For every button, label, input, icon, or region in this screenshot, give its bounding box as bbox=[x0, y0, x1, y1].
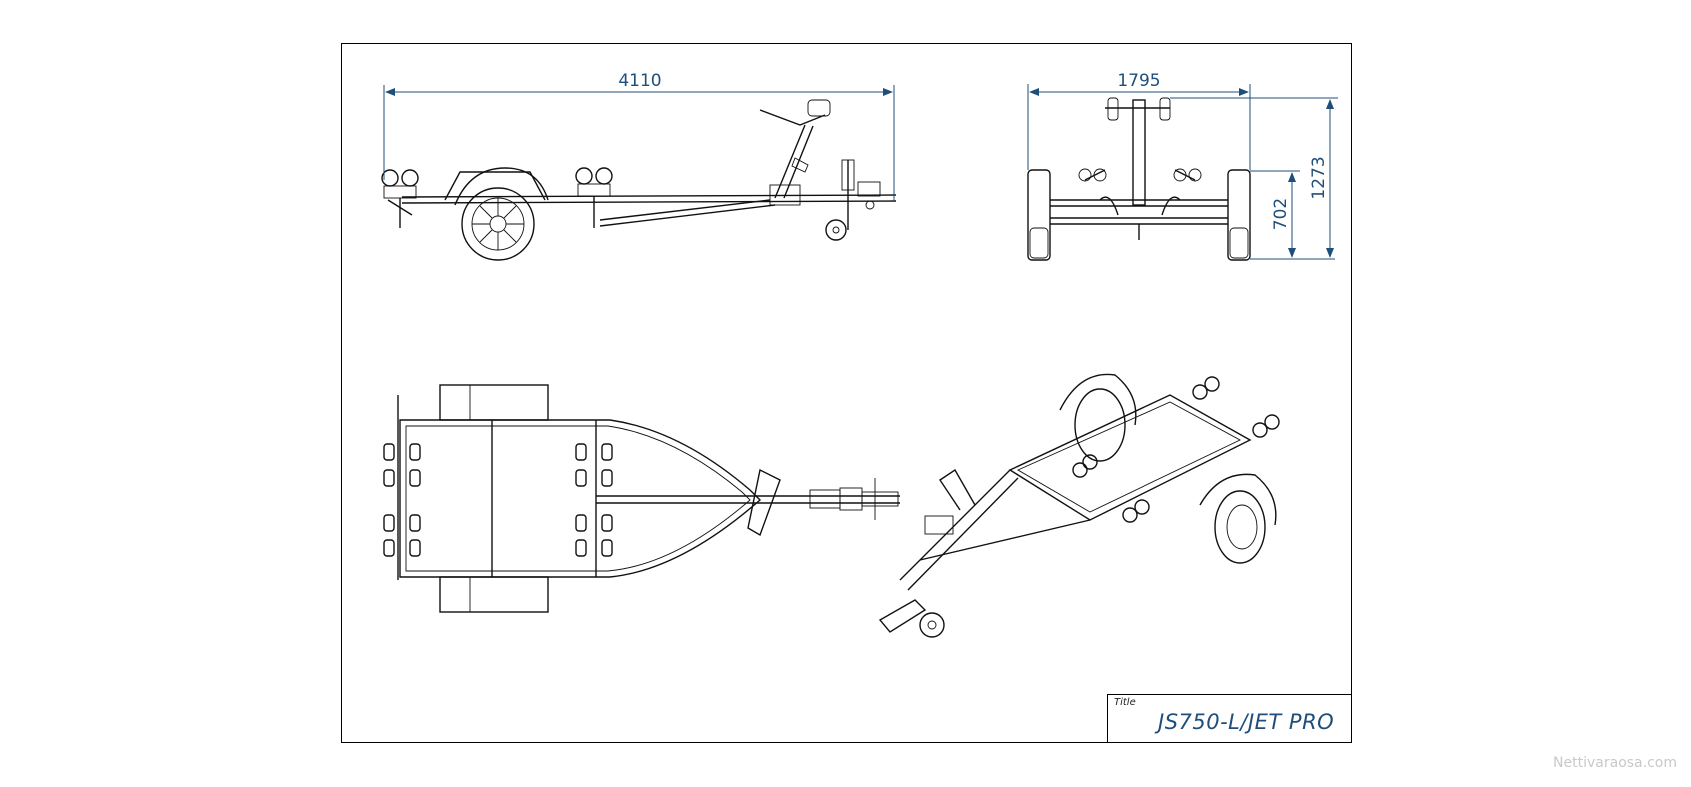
rear-view bbox=[1027, 97, 1251, 261]
top-middle-rollers bbox=[575, 443, 613, 557]
length-dimension-value: 4110 bbox=[618, 71, 661, 91]
watermark: Nettivaraosa.com bbox=[1553, 755, 1677, 771]
top-view bbox=[383, 384, 900, 613]
total-height-dimension bbox=[1170, 97, 1338, 258]
bed-height-dimension-value: 702 bbox=[1271, 198, 1291, 230]
top-right-fender bbox=[439, 576, 549, 613]
drawing-sheet-border bbox=[341, 43, 1352, 743]
jockey-wheel bbox=[825, 159, 881, 241]
bed-height-dimension bbox=[1250, 170, 1335, 260]
side-view bbox=[381, 99, 897, 261]
title-label: Title bbox=[1114, 697, 1136, 708]
title-block: Title JS750-L/JET PRO bbox=[1107, 694, 1352, 743]
length-dimension bbox=[383, 85, 895, 200]
bow-post bbox=[759, 99, 831, 206]
iso-rollers bbox=[1072, 376, 1280, 523]
side-wheel bbox=[461, 187, 535, 261]
top-left-fender bbox=[439, 384, 549, 421]
top-rear-rollers bbox=[383, 395, 421, 580]
iso-wheel-right bbox=[1214, 490, 1266, 564]
total-height-dimension-value: 1273 bbox=[1309, 156, 1329, 199]
drawing-title: JS750-L/JET PRO bbox=[1158, 710, 1335, 734]
iso-wheel-left bbox=[1074, 388, 1126, 462]
width-dimension bbox=[1027, 84, 1251, 170]
rear-rollers bbox=[381, 169, 419, 228]
middle-rollers bbox=[575, 167, 613, 228]
width-dimension-value: 1795 bbox=[1117, 71, 1160, 91]
isometric-view bbox=[878, 373, 1280, 638]
